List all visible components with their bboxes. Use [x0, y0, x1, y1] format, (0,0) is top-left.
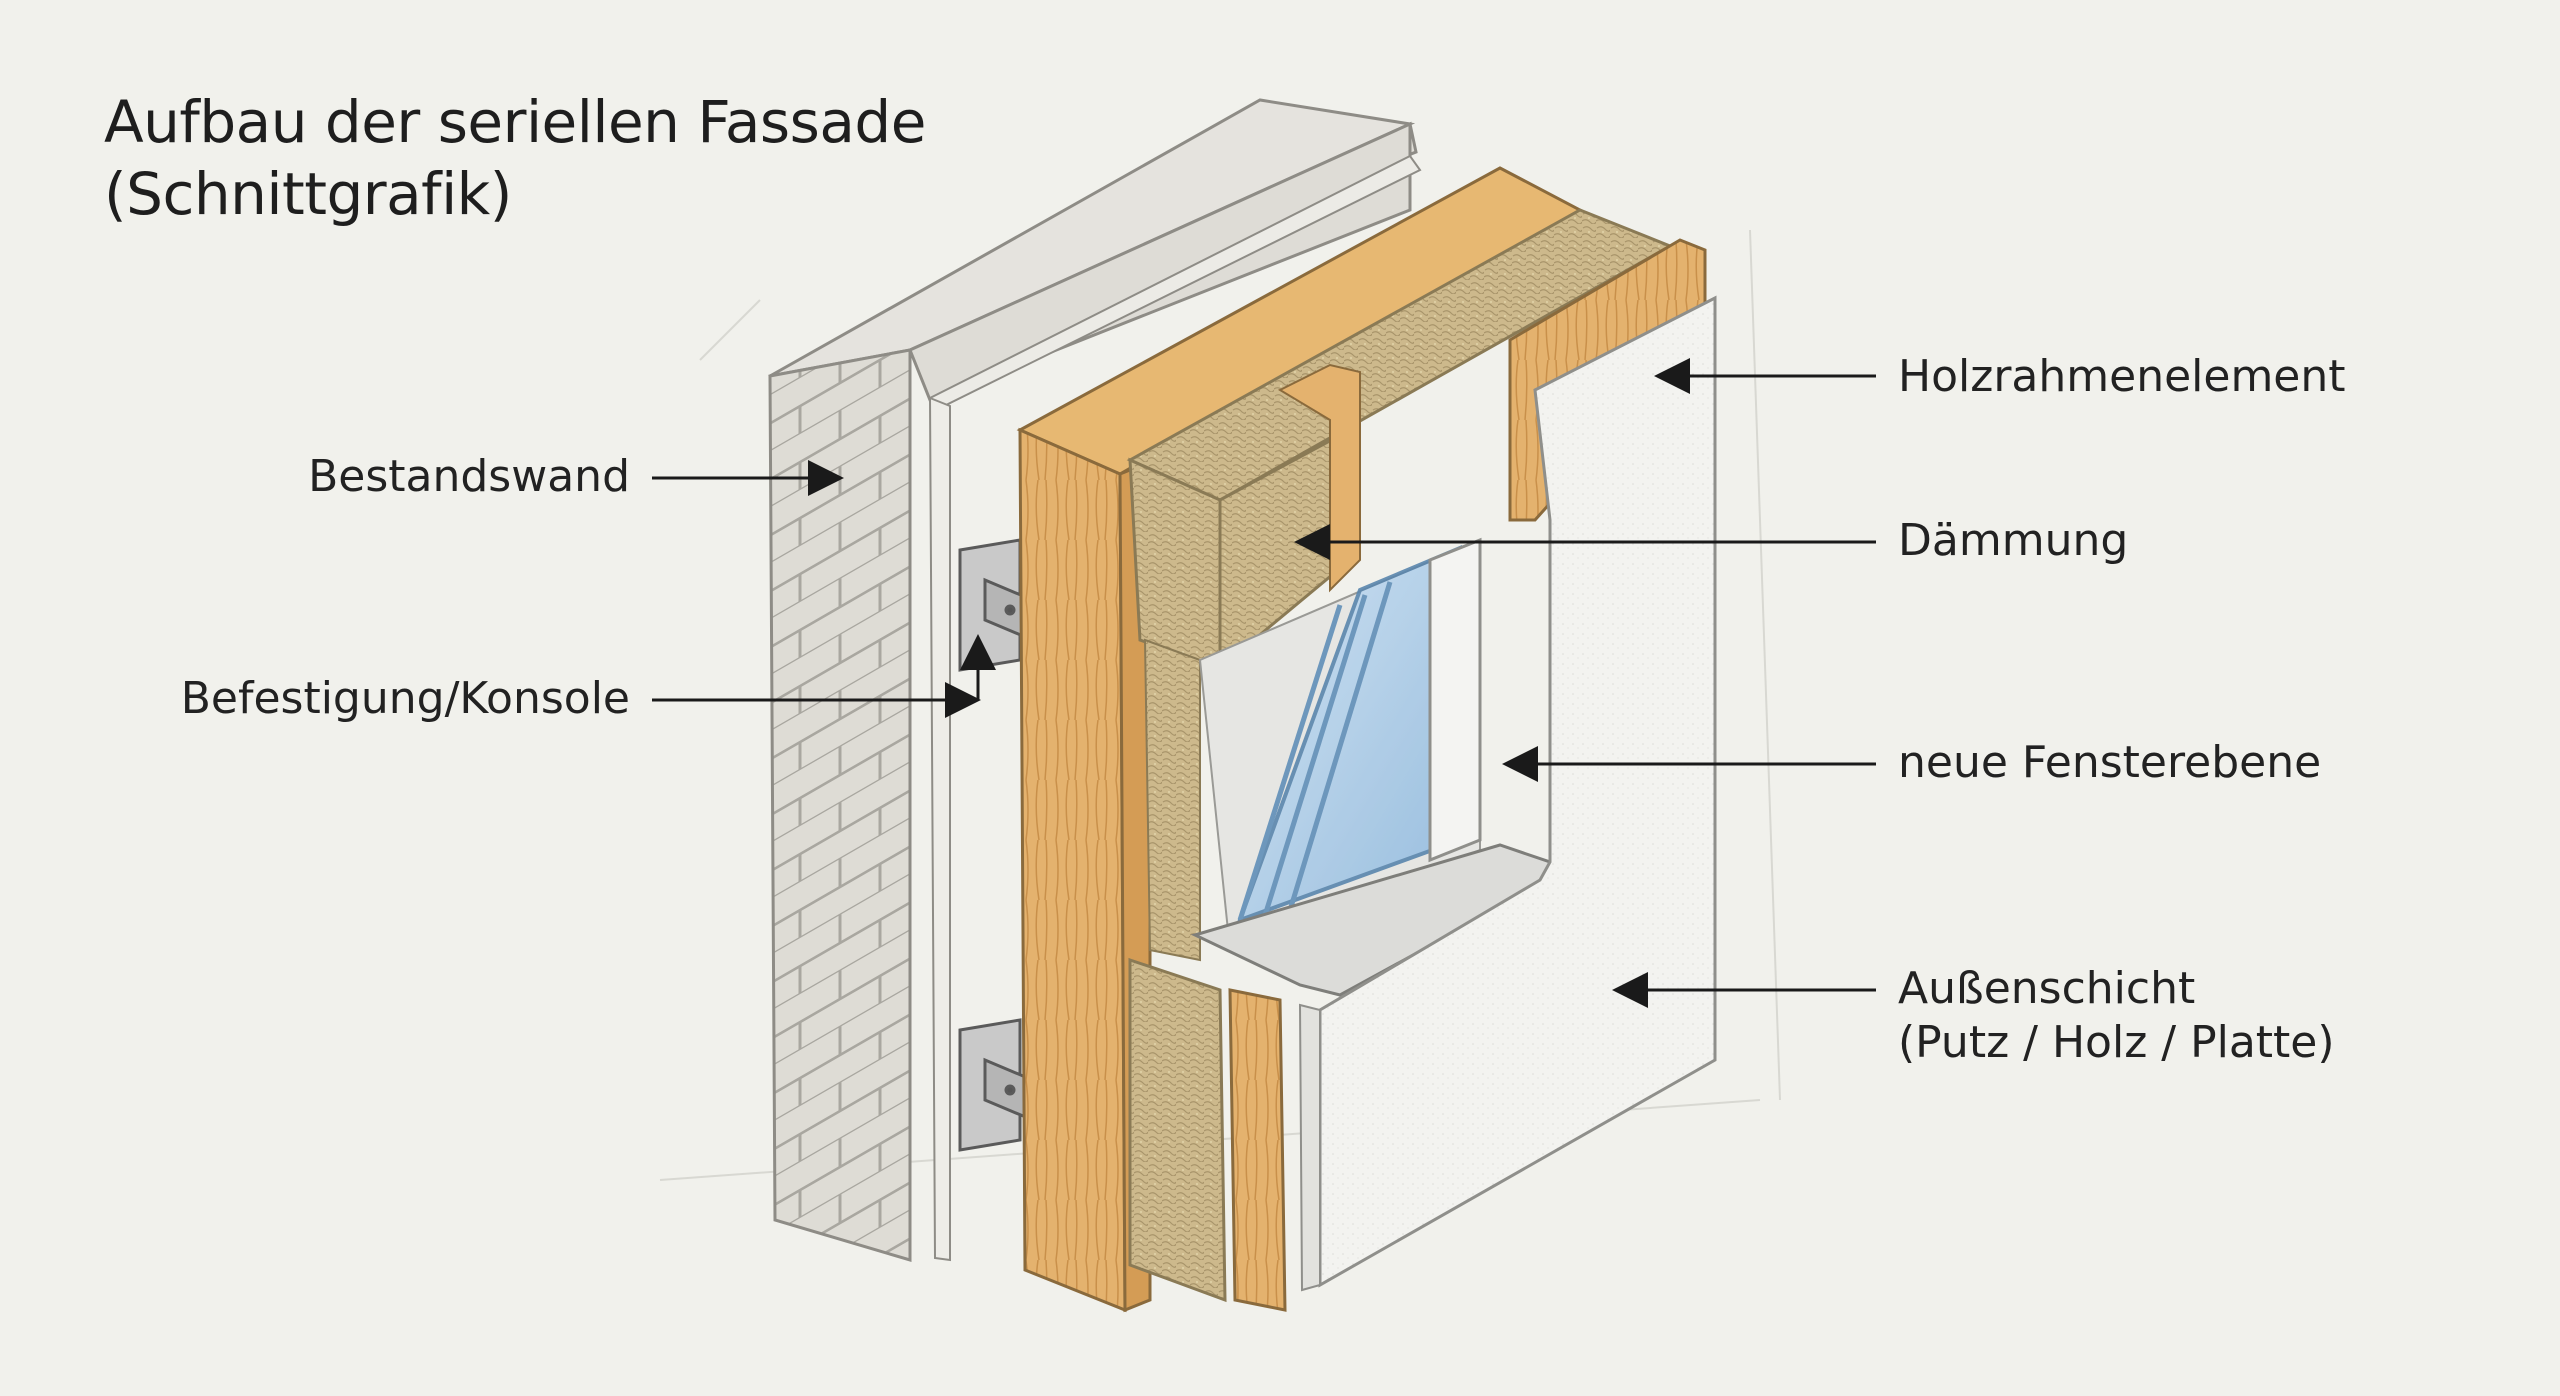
timber-lower-stud: [1228, 988, 1287, 1312]
existing-render-layer: [928, 154, 1422, 1262]
render-panel-edge: [1298, 1003, 1321, 1292]
timber-frame: [1016, 166, 1584, 1313]
title-line-2: (Schnittgrafik): [104, 160, 512, 228]
label-daemmung: Dämmung: [1898, 515, 2129, 566]
timber-mid-batten: [1277, 363, 1361, 593]
existing-brick-wall: [768, 98, 1418, 1263]
window-frame: [1428, 537, 1482, 863]
label-aussen-line-2: (Putz / Holz / Platte): [1898, 1017, 2335, 1068]
diagram-title: Aufbau der seriellen Fassade (Schnittgra…: [104, 86, 926, 230]
insulation-left-strip: [1143, 638, 1201, 962]
label-befestigung: Befestigung/Konsole: [180, 673, 630, 724]
glass-pane-line-3: [1281, 581, 1393, 931]
label-bestandswand: Bestandswand: [308, 451, 630, 502]
render-layer-front: [928, 396, 951, 1262]
outer-render-panel: [1298, 295, 1717, 1292]
insulation-block: [1126, 208, 1674, 1303]
timber-left-stud-front: [1018, 427, 1127, 1313]
label-fenster: neue Fensterebene: [1898, 737, 2322, 788]
window-glazing: [1236, 537, 1482, 931]
glass-pane-line-2: [1259, 594, 1368, 926]
label-holzrahmen: Holzrahmenelement: [1898, 351, 2346, 402]
brick-wall-front: [768, 348, 912, 1263]
glass-pane-line-1: [1237, 604, 1343, 921]
pointer-arrows: [652, 358, 1876, 1008]
concrete-layer-side: [908, 121, 1412, 402]
label-aussen-line-1: Außenschicht: [1898, 963, 2196, 1014]
title-line-1: Aufbau der seriellen Fassade: [104, 88, 926, 156]
insulation-lower-front: [1128, 957, 1227, 1303]
